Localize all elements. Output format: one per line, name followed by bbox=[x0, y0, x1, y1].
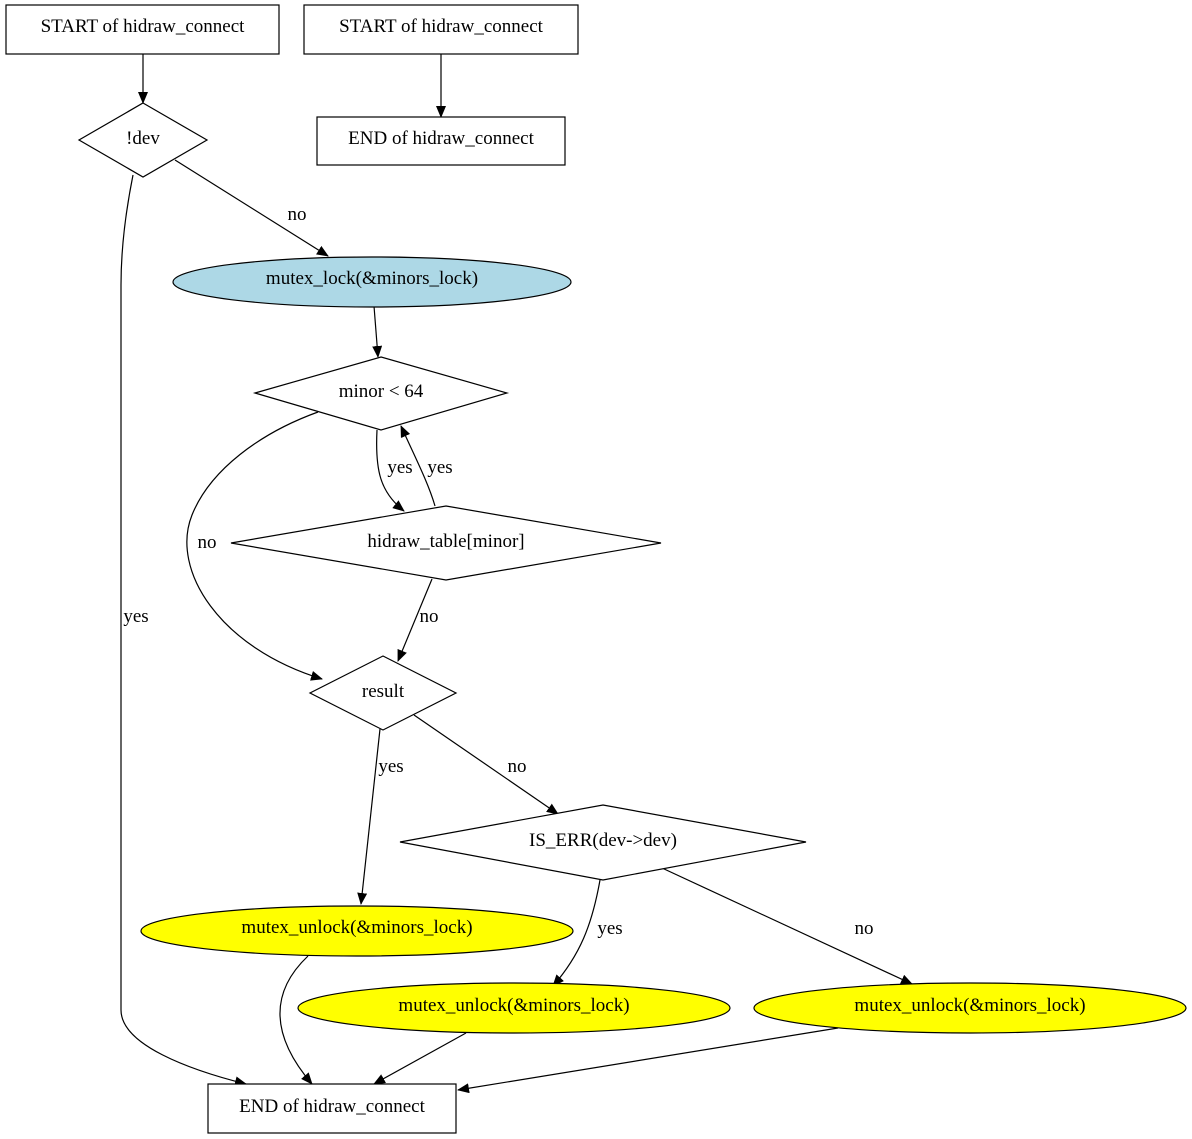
node-unlock-1: mutex_unlock(&minors_lock) bbox=[140, 905, 574, 957]
edge-label-notdev-yes: yes bbox=[123, 606, 148, 627]
edge-label-notdev-no: no bbox=[288, 204, 307, 225]
edge-notdev-end1 bbox=[120, 174, 247, 1087]
edge-mutexlock-minor bbox=[372, 305, 383, 358]
svg-text:minor < 64: minor < 64 bbox=[339, 381, 424, 402]
node-end-1: END of hidraw_connect bbox=[207, 1083, 457, 1134]
edge-label-table-yes: yes bbox=[427, 457, 452, 478]
edge-label-iserr-yes: yes bbox=[597, 918, 622, 939]
svg-text:mutex_lock(&minors_lock): mutex_lock(&minors_lock) bbox=[266, 268, 478, 289]
edge-unlock3-end1 bbox=[457, 1027, 839, 1094]
edge-label-result-yes: yes bbox=[378, 756, 403, 777]
edge-result-iserr bbox=[413, 714, 559, 815]
node-start-1: START of hidraw_connect bbox=[5, 4, 280, 55]
svg-text:IS_ERR(dev->dev): IS_ERR(dev->dev) bbox=[529, 830, 677, 851]
edge-iserr-unlock3 bbox=[661, 867, 913, 985]
edge-minor-table bbox=[376, 429, 405, 512]
edge-minor-result bbox=[186, 411, 323, 681]
svg-text:END of hidraw_connect: END of hidraw_connect bbox=[239, 1096, 425, 1117]
edge-label-result-no: no bbox=[508, 756, 527, 777]
edge-table-result bbox=[397, 578, 433, 662]
edge-table-minor bbox=[400, 425, 436, 507]
node-mutex-lock: mutex_lock(&minors_lock) bbox=[172, 256, 572, 308]
node-result: result bbox=[308, 655, 458, 731]
node-is-err: IS_ERR(dev->dev) bbox=[399, 804, 807, 881]
svg-text:mutex_unlock(&minors_lock): mutex_unlock(&minors_lock) bbox=[398, 995, 629, 1016]
svg-text:hidraw_table[minor]: hidraw_table[minor] bbox=[367, 531, 524, 552]
edge-notdev-mutexlock bbox=[174, 159, 329, 257]
svg-text:mutex_unlock(&minors_lock): mutex_unlock(&minors_lock) bbox=[241, 917, 472, 938]
node-unlock-3: mutex_unlock(&minors_lock) bbox=[753, 982, 1187, 1034]
edge-label-table-no: no bbox=[420, 606, 439, 627]
svg-text:result: result bbox=[362, 681, 405, 702]
edge-label-minor-no: no bbox=[198, 532, 217, 553]
edge-label-minor-yes: yes bbox=[387, 457, 412, 478]
svg-text:START of hidraw_connect: START of hidraw_connect bbox=[41, 16, 246, 37]
svg-text:mutex_unlock(&minors_lock): mutex_unlock(&minors_lock) bbox=[854, 995, 1085, 1016]
svg-text:END of hidraw_connect: END of hidraw_connect bbox=[348, 128, 534, 149]
edge-unlock1-end1 bbox=[279, 955, 313, 1085]
node-start-2: START of hidraw_connect bbox=[303, 4, 579, 55]
node-minor-lt-64: minor < 64 bbox=[252, 356, 510, 431]
svg-text:!dev: !dev bbox=[126, 128, 160, 149]
edge-unlock2-end1 bbox=[373, 1032, 467, 1085]
edge-labels: no yes yes yes no no yes no yes no bbox=[123, 204, 873, 939]
edges bbox=[120, 54, 913, 1094]
node-not-dev: !dev bbox=[77, 102, 209, 178]
node-end-2: END of hidraw_connect bbox=[316, 116, 566, 166]
node-unlock-2: mutex_unlock(&minors_lock) bbox=[297, 982, 731, 1034]
edge-result-unlock1 bbox=[357, 728, 381, 905]
node-hidraw-table: hidraw_table[minor] bbox=[230, 505, 662, 581]
svg-text:START of hidraw_connect: START of hidraw_connect bbox=[339, 16, 544, 37]
edge-iserr-unlock2 bbox=[552, 879, 601, 987]
edge-label-iserr-no: no bbox=[855, 918, 874, 939]
